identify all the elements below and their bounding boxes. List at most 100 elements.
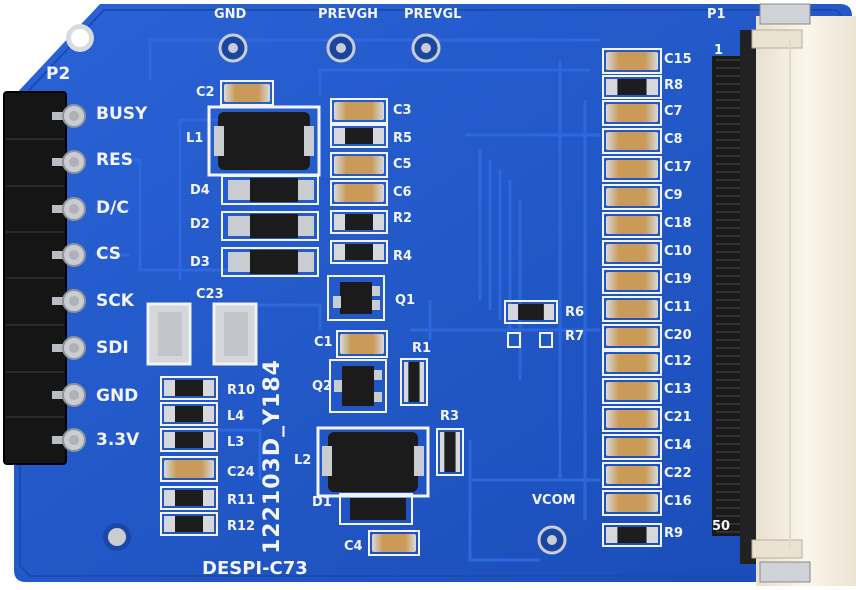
smd-capacitor [602, 240, 662, 266]
smd-resistor [330, 124, 388, 148]
ref-r7: R7 [565, 329, 585, 344]
ref-right-c22: C22 [664, 466, 692, 481]
ref-r2: R2 [393, 211, 413, 226]
pin-label-sdi: SDI [96, 338, 129, 358]
smd-resistor [160, 428, 218, 452]
pad-pair-r7 [507, 332, 553, 348]
ref-c1: C1 [314, 335, 333, 350]
pin-label-dc: D/C [96, 198, 129, 218]
ref-q2: Q2 [312, 379, 333, 394]
inductor-l2 [316, 426, 430, 498]
smd-capacitor [602, 48, 662, 74]
ref-c23: C23 [196, 287, 224, 302]
smd-capacitor [602, 434, 662, 460]
board-name: DESPI-C73 [202, 558, 308, 579]
smd-capacitor [602, 184, 662, 210]
pin-label-3v3: 3.3V [96, 430, 140, 450]
transistor-q1 [327, 275, 385, 321]
ref-right-c9: C9 [664, 188, 683, 203]
smd-capacitor [602, 324, 662, 350]
ref-r3: R3 [440, 409, 460, 424]
capacitor-c23-pads [146, 302, 258, 366]
transistor-d1 [339, 493, 413, 525]
ref-c3: C3 [393, 103, 412, 118]
ref-d1: D1 [312, 495, 332, 510]
smd-capacitor [330, 180, 388, 206]
smd-resistor [602, 75, 662, 99]
connector-ref-p1: P1 [707, 7, 726, 22]
inductor-l1 [207, 105, 321, 177]
smd-resistor [330, 240, 388, 264]
ref-d4: D4 [190, 183, 210, 198]
smd-capacitor [220, 80, 274, 106]
header-pin [52, 104, 86, 128]
connector-pin-1: 1 [714, 43, 724, 58]
ref-r4: R4 [393, 249, 413, 264]
smd-capacitor [602, 212, 662, 238]
pin-header-p2 [3, 91, 86, 465]
ref-d3: D3 [190, 255, 210, 270]
smd-resistor [400, 358, 428, 406]
ref-l1: L1 [186, 131, 204, 146]
smd-capacitor [160, 456, 218, 482]
ref-l3: L3 [227, 435, 245, 450]
smd-capacitor [602, 490, 662, 516]
ref-right-c13: C13 [664, 382, 692, 397]
header-pin [52, 289, 86, 313]
smd-capacitor [602, 100, 662, 126]
test-point-pads [218, 33, 567, 555]
ref-right-c20: C20 [664, 328, 692, 343]
smd-capacitor [602, 462, 662, 488]
ref-right-c19: C19 [664, 272, 692, 287]
smd-capacitor [602, 268, 662, 294]
ref-right-r9: R9 [664, 526, 684, 541]
ref-right-c8: C8 [664, 132, 683, 147]
header-pin [52, 243, 86, 267]
smd-capacitor [336, 330, 388, 358]
smd-resistor [504, 300, 558, 324]
ref-r1: R1 [412, 341, 432, 356]
connector-pin-50: 50 [712, 519, 731, 534]
pin-label-busy: BUSY [96, 104, 148, 124]
header-pin [52, 197, 86, 221]
header-pin [52, 150, 86, 174]
testpoint-label-prevgh: PREVGH [318, 7, 379, 22]
header-pin [52, 383, 86, 407]
smd-resistor [602, 523, 662, 547]
smd-resistor [160, 402, 218, 426]
ref-right-c16: C16 [664, 494, 692, 509]
smd-capacitor [602, 378, 662, 404]
ref-right-c7: C7 [664, 104, 683, 119]
smd-capacitor [330, 152, 388, 178]
ref-c4: C4 [344, 539, 363, 554]
diode [221, 175, 319, 205]
ref-d2: D2 [190, 217, 210, 232]
ref-right-r8: R8 [664, 78, 684, 93]
ref-r12: R12 [227, 519, 256, 534]
passive-components [160, 48, 662, 556]
ref-right-c10: C10 [664, 244, 692, 259]
smd-capacitor [602, 156, 662, 182]
ref-right-c15: C15 [664, 52, 692, 67]
smd-capacitor [368, 530, 420, 556]
ref-right-c12: C12 [664, 354, 692, 369]
ref-r6: R6 [565, 305, 585, 320]
smd-capacitor [602, 350, 662, 376]
ref-c24: C24 [227, 465, 255, 480]
ref-right-c17: C17 [664, 160, 692, 175]
smd-capacitor [602, 406, 662, 432]
smd-capacitor [602, 296, 662, 322]
smd-resistor [436, 428, 464, 476]
pin-label-cs: CS [96, 244, 122, 264]
diode [221, 247, 319, 277]
transistor-q2 [329, 359, 387, 413]
ref-right-c21: C21 [664, 410, 692, 425]
smd-resistor [160, 512, 218, 536]
smd-capacitor [602, 128, 662, 154]
testpoint-label-vcom: VCOM [532, 493, 576, 508]
pin-label-res: RES [96, 150, 133, 170]
pin-label-sck: SCK [96, 291, 134, 311]
testpoint-label-gnd: GND [214, 7, 247, 22]
header-ref-p2: P2 [46, 64, 71, 84]
